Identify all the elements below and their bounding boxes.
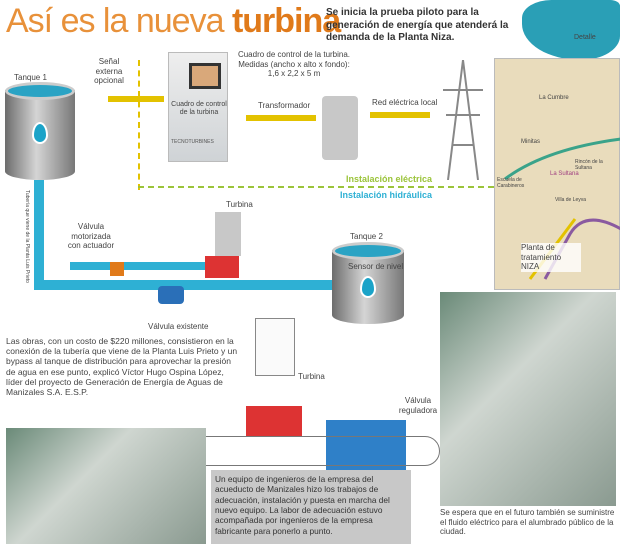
map-place: La Sultana [550,171,579,177]
title-prefix: Así es la nueva [6,2,224,40]
location-map: La Cumbre Minitas La Sultana Rincón de l… [494,58,620,290]
transformer-label: Transformador [258,101,311,110]
installation-photo [6,428,206,544]
tank1 [5,82,75,180]
page-title: Así es la nueva turbina [6,2,341,41]
tank2-label: Tanque 2 [350,232,383,241]
title-highlight: turbina [231,2,341,40]
map-detail-label: Detalle [574,34,596,41]
horizontal-pipe [34,280,332,290]
map-planta-niza: Planta de tratamiento NIZA [521,243,581,272]
regulator-valve-drawing [326,420,406,470]
transformer [322,96,358,160]
signal-arrow [108,96,164,102]
vertical-pipe [34,180,44,290]
works-description: Las obras, con un costo de $220 millones… [6,336,238,397]
map-place: Rincón de la Sultana [575,159,603,171]
turbine-base [205,256,239,278]
existing-valve-label: Válvula existente [148,322,209,331]
turbine-drawing-base [246,406,302,436]
map-place: Escuela de Carabineros [497,177,525,189]
level-sensor-label: Sensor de nivel [348,262,404,271]
upper-pipe [70,262,230,270]
electrical-installation-label: Instalación eléctrica [346,174,433,184]
turbine-drawing [255,318,295,376]
hydraulic-installation-label: Instalación hidráulica [340,190,433,200]
regulator-valve-label: Válvula reguladora [398,396,438,415]
motorized-valve [110,262,124,276]
tank2 [332,242,404,324]
turbine [215,212,241,256]
signal-label: Señal externa opcional [94,57,124,86]
grid-label: Red eléctrica local [372,98,438,107]
tank1-label: Tanque 1 [14,73,47,82]
future-note: Se espera que en el futuro también se su… [440,508,615,537]
cabinet-label: Cuadro de control de la turbina [171,101,227,117]
map-place: La Cumbre [539,95,569,101]
dashed-divider [138,60,140,190]
installation-divider [138,186,494,188]
motorized-valve-label: Válvula motorizada con actuador [67,222,115,251]
arrow-to-grid [370,112,430,118]
pipe-label: Tubería que viene de la Planta Luis Prie… [24,190,30,283]
water-drop-icon [32,122,48,144]
turbine-photo [440,292,616,506]
pipe-drawing [190,436,440,466]
subtitle: Se inicia la prueba piloto para la gener… [326,7,509,43]
brand-logo: TECNOTURBINES [171,139,214,145]
lake-shape [522,0,620,60]
turbine-drawing-label: Turbina [298,372,325,381]
cabinet-description: Cuadro de control de la turbina. Medidas… [237,50,351,79]
arrow-to-transformer [246,115,316,121]
existing-valve [158,286,184,304]
map-place: Minitas [521,139,541,145]
power-tower-icon [443,60,483,180]
control-cabinet: Cuadro de control de la turbina TECNOTUR… [168,52,228,162]
map-place: Villa de Leyva [555,197,587,203]
team-description: Un equipo de ingenieros de la empresa de… [211,470,411,544]
turbine-label: Turbina [226,200,253,209]
water-drop-icon [360,276,376,298]
